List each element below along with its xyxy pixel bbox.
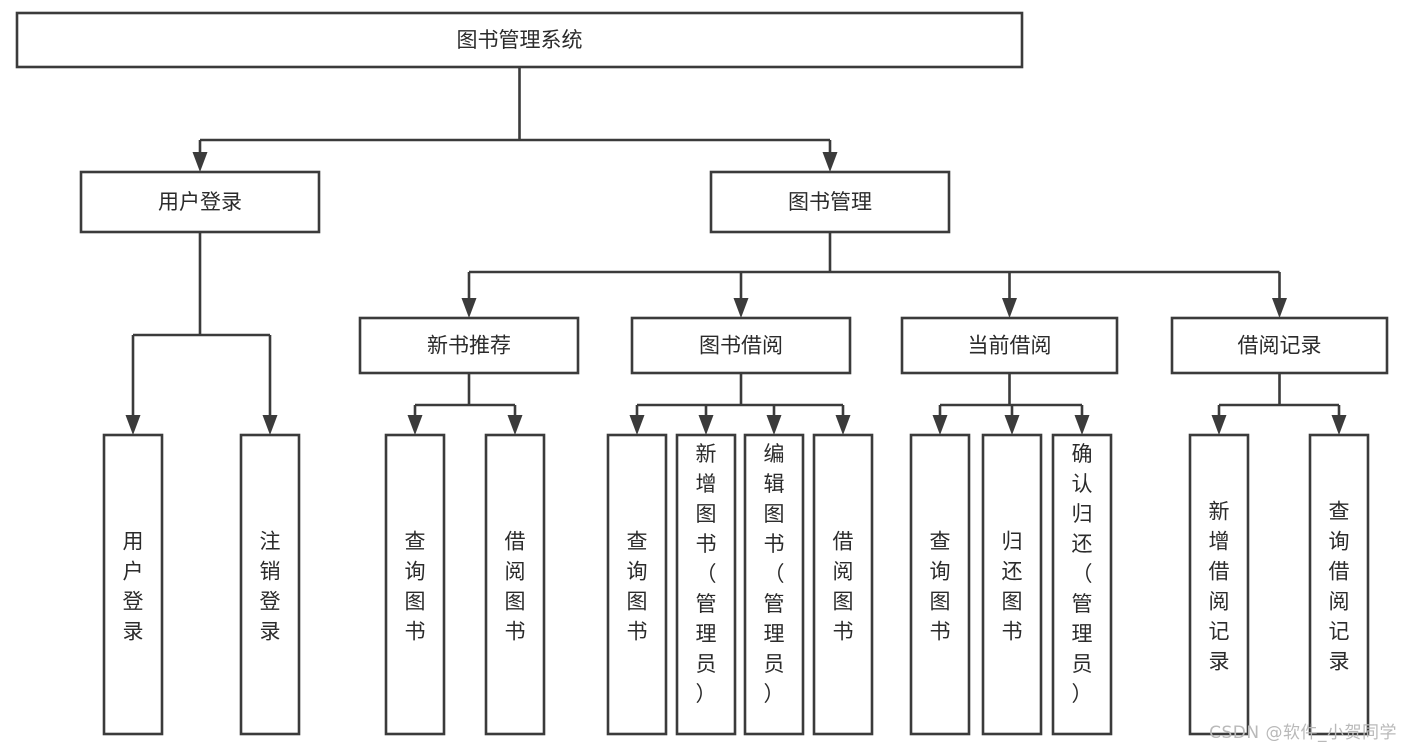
arrow-head-icon (461, 298, 477, 318)
arrow-head-icon (192, 152, 208, 172)
node-label: 图书管理系统 (457, 28, 583, 52)
node-box[interactable] (981, 433, 1043, 736)
node-box[interactable] (484, 433, 546, 736)
leaf-node[interactable]: 用户登录 (102, 433, 164, 736)
arrow-head-icon (125, 415, 141, 435)
root-node-node-E59BBEE4B9A6E7AEA1E79086[interactable]: 图书管理系统 (15, 11, 1024, 69)
leaf-node[interactable]: 查询图书 (909, 433, 971, 736)
node-label: 归还图书 (1002, 530, 1023, 644)
arrow-head-icon (507, 415, 523, 435)
arrow-head-icon (1211, 415, 1227, 435)
arrow-head-icon (835, 415, 851, 435)
node-box[interactable] (358, 316, 580, 375)
node-box[interactable] (743, 433, 805, 736)
leaf-node[interactable]: 确认归还（管理员） (1051, 433, 1113, 736)
level2-node[interactable]: 用户登录 (79, 170, 321, 234)
level3-node[interactable]: 图书借阅 (630, 316, 852, 375)
node-label: 新书推荐 (427, 334, 511, 358)
level3-node[interactable]: 新书推荐 (358, 316, 580, 375)
node-label: 查询图书 (930, 530, 951, 644)
arrow-head-icon (733, 298, 749, 318)
leaf-node[interactable]: 查询图书 (606, 433, 668, 736)
node-box[interactable] (102, 433, 164, 736)
arrow-head-icon (629, 415, 645, 435)
connector-layer (125, 67, 1347, 435)
node-label: 当前借阅 (968, 334, 1052, 358)
node-label: 编辑图书（管理员） (764, 442, 785, 706)
node-box[interactable] (606, 433, 668, 736)
node-label: 新增图书（管理员） (696, 442, 717, 706)
leaf-node[interactable]: 编辑图书（管理员） (743, 433, 805, 736)
arrow-head-icon (822, 152, 838, 172)
level2-node[interactable]: 图书管理 (709, 170, 951, 234)
arrow-head-icon (932, 415, 948, 435)
leaf-node[interactable]: 新增图书（管理员） (675, 433, 737, 736)
node-label: 借阅图书 (505, 530, 526, 644)
arrow-head-icon (698, 415, 714, 435)
node-box[interactable] (384, 433, 446, 736)
node-layer: 图书管理系统用户登录图书管理新书推荐图书借阅当前借阅借阅记录用户登录注销登录查询… (15, 11, 1389, 736)
node-box[interactable] (709, 170, 951, 234)
node-label: 借阅图书 (833, 530, 854, 644)
node-box[interactable] (675, 433, 737, 736)
arrow-head-icon (1002, 298, 1017, 318)
node-label: 确认归还（管理员） (1072, 442, 1093, 706)
node-label: 用户登录 (123, 530, 144, 644)
leaf-node[interactable]: 借阅图书 (812, 433, 874, 736)
leaf-node[interactable]: 归还图书 (981, 433, 1043, 736)
node-label: 新增借阅记录 (1209, 500, 1230, 674)
node-label: 查询借阅记录 (1329, 500, 1350, 674)
arrow-head-icon (262, 415, 278, 435)
node-label: 图书管理 (788, 190, 872, 214)
node-box[interactable] (1051, 433, 1113, 736)
level3-node[interactable]: 当前借阅 (900, 316, 1119, 375)
node-label: 用户登录 (158, 190, 242, 214)
arrow-head-icon (1074, 415, 1090, 435)
leaf-node[interactable]: 新增借阅记录 (1188, 433, 1250, 736)
node-box[interactable] (79, 170, 321, 234)
node-label: 查询图书 (627, 530, 648, 644)
node-box[interactable] (812, 433, 874, 736)
arrow-head-icon (407, 415, 423, 435)
arrow-head-icon (766, 415, 782, 435)
arrow-head-icon (1004, 415, 1020, 435)
node-label: 图书借阅 (699, 334, 783, 358)
node-box[interactable] (630, 316, 852, 375)
leaf-node[interactable]: 借阅图书 (484, 433, 546, 736)
arrow-head-icon (1331, 415, 1347, 435)
arrow-head-icon (1272, 298, 1287, 318)
node-box[interactable] (900, 316, 1119, 375)
node-box[interactable] (1308, 433, 1370, 736)
node-box[interactable] (239, 433, 301, 736)
node-label: 借阅记录 (1238, 334, 1322, 358)
leaf-node[interactable]: 查询图书 (384, 433, 446, 736)
node-label: 查询图书 (405, 530, 426, 644)
node-box[interactable] (909, 433, 971, 736)
leaf-node[interactable]: 注销登录 (239, 433, 301, 736)
node-label: 注销登录 (260, 530, 281, 644)
level3-node[interactable]: 借阅记录 (1170, 316, 1389, 375)
leaf-node[interactable]: 查询借阅记录 (1308, 433, 1370, 736)
csdn-watermark: CSDN @软件_小贺同学 (1209, 723, 1397, 743)
node-box[interactable] (1188, 433, 1250, 736)
node-box[interactable] (15, 11, 1024, 69)
node-box[interactable] (1170, 316, 1389, 375)
